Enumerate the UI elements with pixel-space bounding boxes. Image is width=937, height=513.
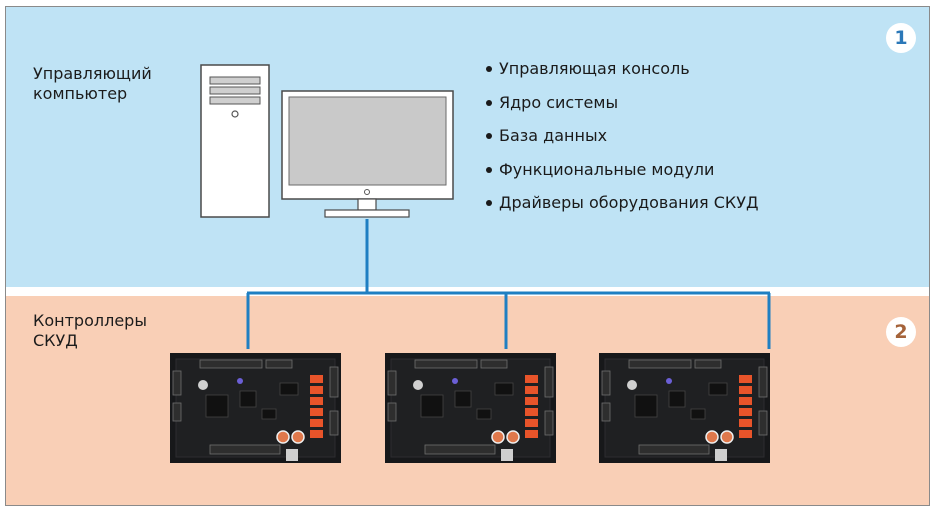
list-item-text: Функциональные модули [499,159,715,179]
zone-management-computer [6,7,929,287]
bullet-icon [486,166,492,173]
desktop-pc-icon [200,64,454,218]
label-controllers-line2: СКУД [33,331,78,350]
badge-zone-2: 2 [886,317,916,347]
pc-power-button [231,110,239,118]
pc-monitor-base [324,209,410,218]
diagram-lines-and-computer [200,64,771,349]
list-item-text: Ядро системы [499,92,619,112]
label-management-computer-line2: компьютер [33,84,128,103]
label-management-computer-line1: Управляющий [33,64,152,83]
list-item-text: Драйверы оборудования СКУД [499,193,759,212]
list-item: Управляющая консоль [486,59,759,93]
bullet-icon [486,66,492,72]
access-controller-board-icon [170,353,341,463]
bullet-icon [486,99,492,106]
pc-monitor-neck [357,198,377,211]
label-controllers: Контроллеры СКУД [33,311,147,351]
access-controller-board-icon [599,353,770,463]
bullet-icon [486,133,492,139]
controllers-row [170,353,770,463]
list-item: База данных [486,126,759,160]
network-connector-lines [246,219,771,349]
software-components-list: Управляющая консоль Ядро системы База да… [486,59,759,227]
label-controllers-line1: Контроллеры [33,311,147,330]
label-management-computer: Управляющий компьютер [33,64,152,104]
diagram-frame: Управляющий компьютер 1 Управляющая конс… [5,6,930,506]
list-item-text: База данных [499,126,608,145]
list-item-text: Управляющая консоль [499,59,690,78]
list-item: Драйверы оборудования СКУД [486,193,759,227]
badge-zone-1: 1 [886,23,916,53]
access-controller-board-icon [384,353,556,463]
pc-monitor-screen [288,96,447,186]
list-item: Ядро системы [486,93,759,127]
list-item: Функциональные модули [486,160,759,194]
bullet-icon [486,200,492,206]
